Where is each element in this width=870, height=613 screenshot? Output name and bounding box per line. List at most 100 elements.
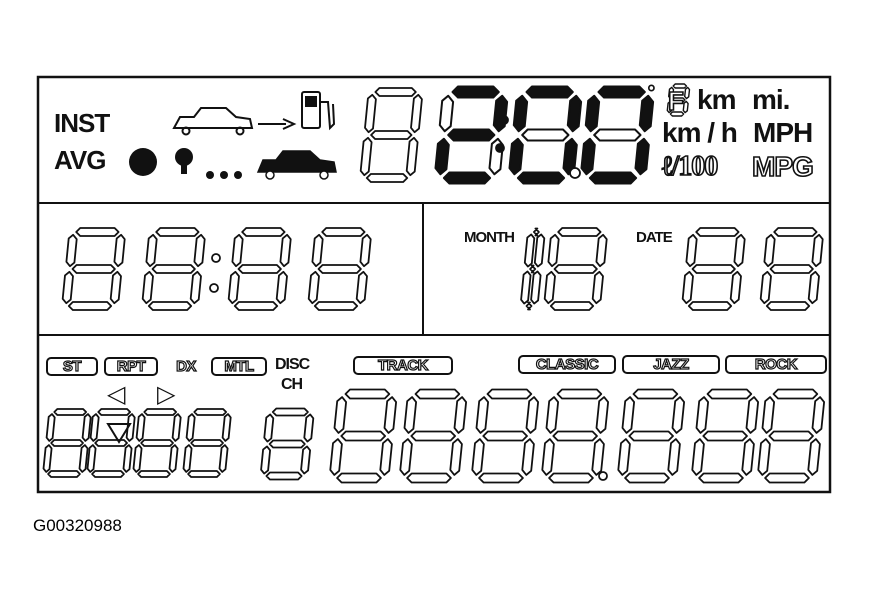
main-readout-digit-3-segment-g [593,128,642,142]
date-tens-digit-segment-c [729,270,742,305]
mode-char-4-segment-a [193,408,228,416]
figure-id-label: G00320988 [33,516,122,535]
month-label: MONTH [464,229,515,246]
track-digit-7-segment-g [768,430,814,442]
track-digit-2 [399,388,468,484]
clock-colon-upper [211,253,221,263]
mode-char-3-segment-c [168,444,179,473]
temp-unit-digit-segment-b [684,86,691,100]
track-digit-1-segment-f [333,396,348,434]
clock-digit-2-segment-a [155,227,200,237]
top-lead-digit [359,87,423,183]
month-units-digit-segment-b [595,233,608,268]
track-digit-4-segment-g [552,430,598,442]
clock-digit-4-segment-b [359,233,372,268]
fuel-pump-icon [301,91,336,131]
track-digit-5-segment-b [671,396,685,434]
track-digit-4 [541,388,609,484]
main-readout-digit-2-segment-b [566,94,583,133]
triangle-indicator-icon [106,423,132,444]
track-digit-6-segment-f [695,396,709,434]
rpt-indicator: RPT [104,357,158,376]
clock-digit-4 [307,227,372,311]
main-readout-digit-1-segment-e [434,137,450,176]
month-tens-digit-segment-d [525,301,533,311]
clock-digit-3-segment-g [237,264,282,274]
track-digit-4-segment-c [591,438,605,476]
date-units-digit-segment-b [811,233,824,268]
track-digit-3-segment-a [486,388,533,400]
clock-digit-2-segment-e [141,270,154,305]
ch-label: CH [281,376,303,393]
date-units-digit-segment-e [759,270,772,305]
track-digit-7-segment-c [807,438,821,476]
mode-char-2-segment-b [125,413,136,442]
clock-digit-4-segment-d [313,301,359,311]
clock-digit-2-segment-d [147,301,193,311]
clock-digit-1-segment-e [61,270,74,305]
main-readout-digit-1-segment-d [442,171,492,185]
top-lead-digit-segment-e [359,136,373,177]
track-digit-2-segment-e [399,438,413,476]
main-readout-digit-2-segment-g [521,128,570,142]
track-digit-6-segment-d [698,472,744,484]
date-units-digit-segment-c [807,270,820,305]
main-readout-digit-1-segment-f [438,94,455,133]
date-tens-digit-segment-f [685,233,698,268]
track-decimal-point [598,471,608,481]
clock-digit-4-segment-g [317,264,362,274]
left-arrow-icon: ◁ [107,381,125,408]
date-units-digit-segment-d [765,301,811,311]
month-units-digit-segment-f [547,233,560,268]
clock-colon-lower [209,283,219,293]
track-digit-6-segment-g [702,430,748,442]
main-readout-digit-3-segment-f [584,94,601,133]
clock-digit-3-segment-d [233,301,279,311]
inst-label: INST [54,108,110,138]
large-dot-icon [129,148,157,176]
track-digit-7-segment-b [811,396,825,434]
month-units-digit-segment-c [591,270,604,305]
top-lead-digit-segment-d [365,173,409,183]
clock-digit-4-segment-a [321,227,366,237]
main-readout-digit-2 [508,85,583,185]
display-border [36,75,832,494]
clock-digit-2-segment-c [189,270,202,305]
clock-digit-1-segment-g [71,264,116,274]
readout-colon-lower [495,143,505,153]
mode-char-4-segment-e [182,444,193,473]
date-tens-digit-segment-e [681,270,694,305]
mode-char-4-segment-b [221,413,232,442]
track-digit-2-segment-d [406,472,452,484]
mode-char-4-segment-g [190,439,224,447]
avg-label: AVG [54,145,106,175]
main-readout-digit-1-segment-a [451,85,500,99]
month-tens-digit-segment-g [529,264,537,274]
date-tens-digit-segment-d [687,301,733,311]
main-readout-digit-3-segment-d [588,171,638,185]
track-digit-1-segment-b [383,396,398,434]
main-readout-digit-2-segment-e [508,137,524,176]
month-units-digit-segment-d [549,301,595,311]
track-digit-2-segment-f [403,396,418,434]
track-digit-4-segment-d [548,472,594,484]
temp-unit-label: F [667,85,684,117]
track-digit-6-segment-e [691,438,705,476]
mode-char-1 [42,408,92,478]
date-tens-digit-segment-a [695,227,740,237]
disc-digit [260,407,315,481]
track-digit-1 [329,388,398,484]
l100-label: ℓ/100 [661,150,719,183]
small-dot-icon [175,148,193,174]
main-readout-digit-1-segment-g [447,128,496,142]
mode-char-2-segment-a [97,408,132,416]
track-digit-2-segment-b [453,396,468,434]
mode-char-2-segment-g [94,439,128,447]
track-digit-7-segment-e [757,438,771,476]
date-units-digit-segment-a [773,227,818,237]
clock-digit-3-segment-f [231,233,244,268]
date-units-digit [759,227,824,311]
clock-digit-1-segment-a [75,227,120,237]
track-digit-7 [757,388,825,484]
disc-digit-segment-c [300,445,312,475]
